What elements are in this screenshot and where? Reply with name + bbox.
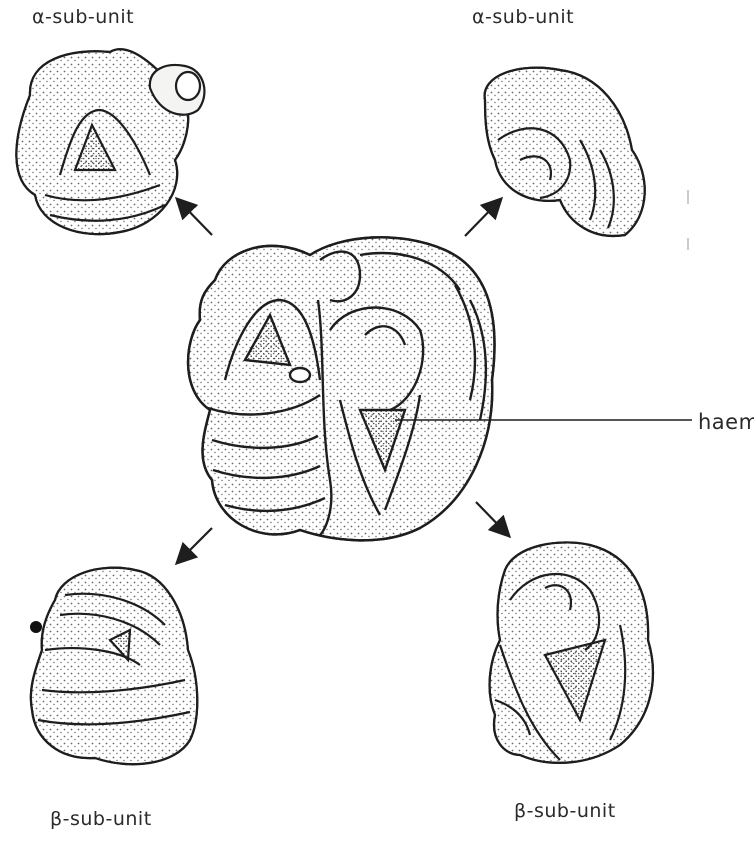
arrow-to-alpha-top-left: [178, 200, 212, 235]
marker-dot: [30, 621, 42, 633]
alpha-subunit-label-right: α-sub-unit: [472, 6, 574, 28]
beta-subunit-label-right: β-sub-unit: [514, 800, 616, 822]
alpha-subunit-top-right: [485, 68, 645, 236]
beta-subunit-bottom-left: [31, 568, 197, 765]
beta-subunit-label-left: β-sub-unit: [50, 808, 152, 830]
haem-label: haem: [698, 410, 754, 434]
arrow-to-alpha-top-right: [465, 200, 500, 236]
beta-subunit-bottom-right: [490, 542, 653, 762]
arrow-to-beta-bottom-right: [476, 502, 508, 535]
arrow-to-beta-bottom-left: [178, 528, 212, 562]
hemoglobin-tetramer: [188, 237, 494, 540]
alpha-subunit-label-left: α-sub-unit: [32, 6, 134, 28]
alpha-subunit-top-left: [16, 49, 204, 234]
